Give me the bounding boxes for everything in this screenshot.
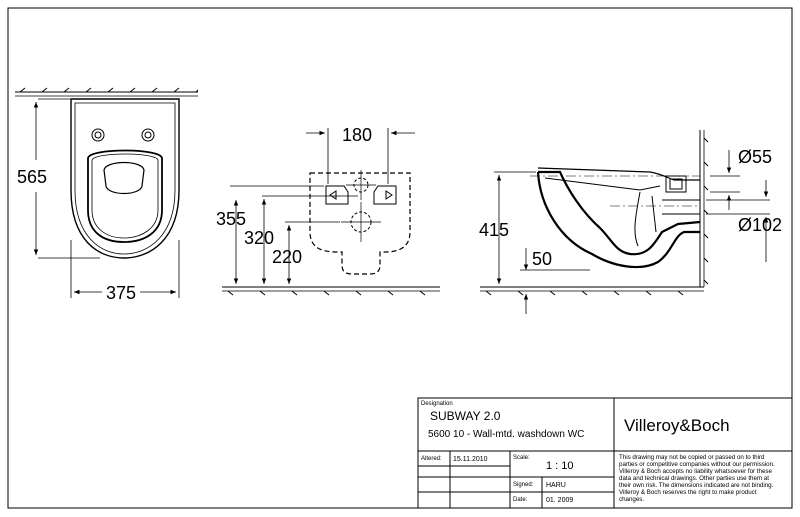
bowl-outline	[70, 98, 180, 259]
side-bowl-outer	[538, 170, 701, 256]
dim-front-width: 375	[106, 283, 136, 303]
dim-rear-height-355: 355	[216, 209, 246, 229]
product-description: 5600 10 - Wall-mtd. washdown WC	[428, 429, 584, 440]
side-bowl-front	[536, 171, 700, 269]
signed-label: Signed:	[513, 482, 534, 488]
side-view	[480, 130, 770, 314]
designation-label: Designation	[421, 401, 453, 407]
inlet-connector-inner	[669, 178, 683, 190]
rear-dashed-outline	[309, 172, 411, 275]
disclaimer-line: Villeroy & Boch reserves the right to ma…	[619, 489, 757, 496]
bowl-rim	[91, 153, 159, 239]
mount-arrow-right	[385, 190, 393, 200]
front-view	[15, 87, 199, 298]
side-trap-inner	[634, 191, 657, 247]
altered-value: 15.11.2010	[453, 456, 488, 463]
date-label: Date:	[513, 497, 528, 503]
rear-view	[222, 128, 440, 296]
disclaimer-line: their own risk. The dimensions indicated…	[619, 482, 774, 489]
scale-value: 1 : 10	[546, 460, 574, 472]
mount-bracket-right	[373, 185, 397, 205]
dim-rear-height-220: 220	[272, 247, 302, 267]
dim-side-height: 415	[479, 220, 509, 240]
dim-rear-spacing: 180	[342, 125, 372, 145]
fixing-hole-left	[91, 128, 105, 142]
floor-hatch-side	[480, 286, 704, 296]
disclaimer-line: Villeroy & Boch accepts no liability wha…	[619, 468, 772, 475]
side-bowl-rim	[544, 177, 661, 191]
floor-hatch-rear	[222, 286, 440, 296]
disclaimer-line: parties or competitive companies without…	[619, 461, 775, 468]
disclaimer: This drawing may not be copied or passed…	[619, 454, 775, 503]
scale-label: Scale:	[513, 455, 530, 461]
title-block	[417, 397, 793, 509]
mount-bracket-left	[325, 185, 349, 205]
fixing-hole-left-inner	[94, 131, 102, 139]
wall-hatch-side	[699, 130, 709, 287]
dim-rear-height-320: 320	[244, 228, 274, 248]
dim-diameter-outlet: Ø102	[738, 215, 782, 235]
bowl-inner-outline	[74, 102, 176, 255]
date-value: 01. 2009	[546, 497, 573, 504]
fixing-hole-right-inner	[144, 131, 152, 139]
disclaimer-line: changes.	[619, 496, 644, 503]
disclaimer-line: This drawing may not be copied or passed…	[619, 454, 765, 461]
outlet-connector	[662, 199, 700, 215]
dim-side-offset: 50	[532, 249, 552, 269]
signed-value: HARU	[546, 482, 566, 489]
disclaimer-line: data and technical drawings. Other parti…	[619, 475, 769, 482]
dim-diameter-inlet: Ø55	[738, 147, 772, 167]
bowl-drain	[103, 161, 145, 195]
bowl-opening	[87, 149, 163, 243]
mount-arrow-left	[329, 190, 337, 200]
sheet-border	[7, 7, 793, 509]
brand-logo-text: Villeroy&Boch	[624, 416, 730, 435]
altered-label: Altered:	[421, 456, 442, 462]
dim-front-height: 565	[17, 167, 47, 187]
fixing-hole-right	[141, 128, 155, 142]
product-name: SUBWAY 2.0	[430, 409, 501, 423]
wall-hatch-front	[15, 87, 199, 97]
